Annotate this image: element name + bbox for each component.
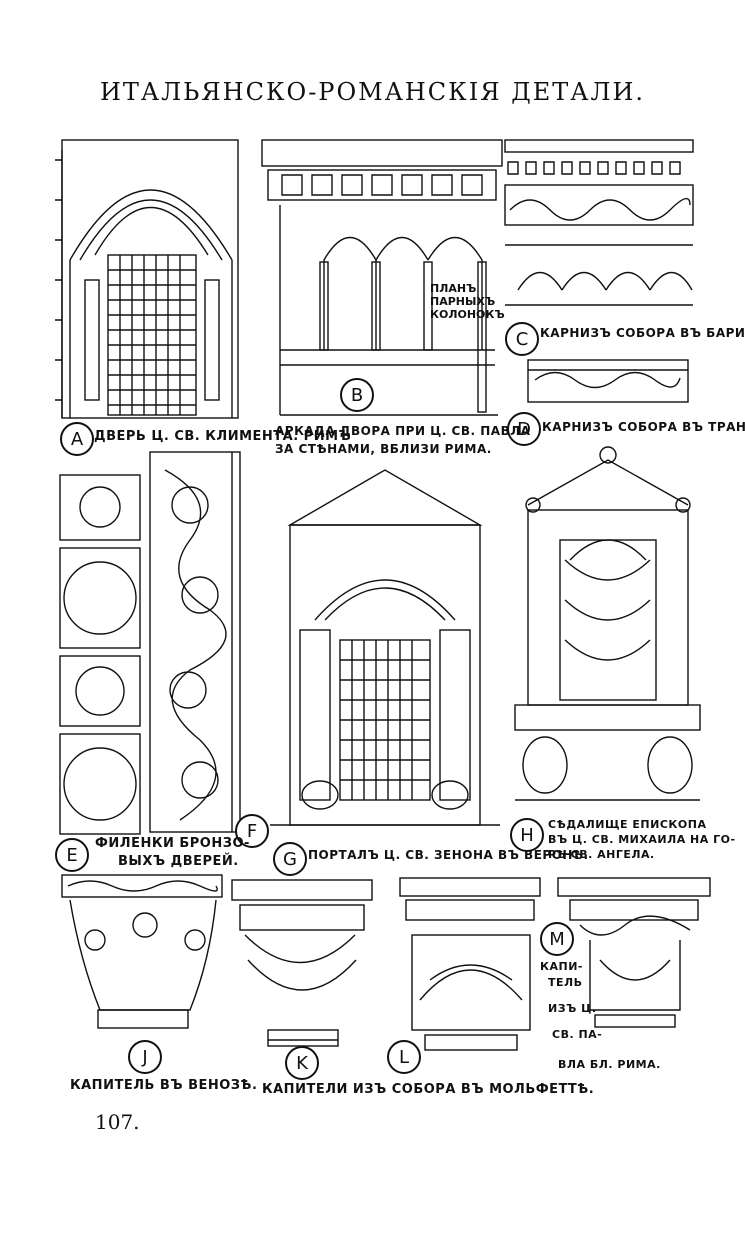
figure-m-capital-drawing [557, 877, 711, 1028]
figure-d-cornice-drawing [527, 359, 689, 403]
figure-d-letter: D [507, 412, 541, 446]
figure-g-letter: G [273, 842, 307, 876]
figure-c-letter: C [505, 322, 539, 356]
figure-g-caption: ПОРТАЛЪ Ц. СВ. ЗЕНОНА ВЪ ВЕРОНѢ. [308, 848, 589, 862]
figure-b-arcade-drawing [261, 139, 503, 416]
figure-h-letter: H [510, 818, 544, 852]
figure-j-capital-drawing [61, 874, 223, 1029]
figure-k-letter: K [285, 1046, 319, 1080]
figure-b-caption-line1: АРКАДА ДВОРА ПРИ Ц. СВ. ПАВЛА [275, 424, 531, 438]
figure-l-letter: L [387, 1040, 421, 1074]
figure-g-portal-drawing [270, 469, 500, 826]
figure-a-door-drawing [55, 139, 239, 419]
figure-h-caption-line2: ВЪ Ц. СВ. МИХАИЛА НА ГО- [548, 833, 736, 846]
figure-j-letter: J [128, 1040, 162, 1074]
figure-h-caption-line1: СѢДАЛИЩЕ ЕПИСКОПА [548, 818, 707, 831]
figure-f-letter: F [235, 814, 269, 848]
figure-e-letter: E [55, 838, 89, 872]
figure-b-letter: B [340, 378, 374, 412]
figure-c-caption: КАРНИЗЪ СОБОРА ВЪ БАРИ. [540, 326, 745, 340]
figure-h-caption-line3: РѢ СВ. АНГЕЛА. [548, 848, 655, 861]
figure-m-caption-line: КАПИ- [540, 960, 583, 973]
figure-d-caption: КАРНИЗЪ СОБОРА ВЪ ТРАНИ. [542, 420, 745, 434]
figure-e-caption-line1: ФИЛЕНКИ БРОНЗО- [95, 836, 250, 851]
figure-b-inset-label: ПЛАНЪ ПАРНЫХЪ КОЛОНОКЪ [430, 282, 505, 321]
figure-e-caption-line2: ВЫХЪ ДВЕРЕЙ. [118, 854, 239, 869]
figure-f-scroll-drawing [149, 451, 241, 833]
figure-h-throne-drawing [514, 446, 701, 801]
figure-m-caption-line: ВЛА БЛ. РИМА. [558, 1058, 661, 1071]
page-number: 107. [95, 1110, 140, 1134]
figure-a-caption: ДВЕРЬ Ц. СВ. КЛИМЕНТА. РИМЪ [94, 429, 352, 444]
figure-c-cornice-drawing [504, 139, 694, 306]
figure-e-panels-drawing [59, 474, 141, 835]
figure-m-caption-line: СВ. ПА- [552, 1028, 603, 1041]
figure-m-caption-line: ИЗЪ Ц. [548, 1002, 597, 1015]
figure-a-letter: A [60, 422, 94, 456]
figure-k-caption: КАПИТЕЛИ ИЗЪ СОБОРА ВЪ МОЛЬФЕТТѢ. [262, 1082, 595, 1097]
figure-b-caption-line2: ЗА СТѢНАМИ, ВБЛИЗИ РИМА. [275, 442, 492, 456]
page-title: ИТАЛЬЯНСКО-РОМАНСКІЯ ДЕТАЛИ. [99, 78, 646, 106]
figure-l-capital-drawing [399, 877, 541, 1051]
figure-m-caption-line: ТЕЛЬ [548, 976, 583, 989]
figure-k-capital-drawing [231, 879, 373, 1047]
figure-j-caption: КАПИТЕЛЬ ВЪ ВЕНОЗѢ. [70, 1078, 258, 1093]
figure-m-letter: M [540, 922, 574, 956]
